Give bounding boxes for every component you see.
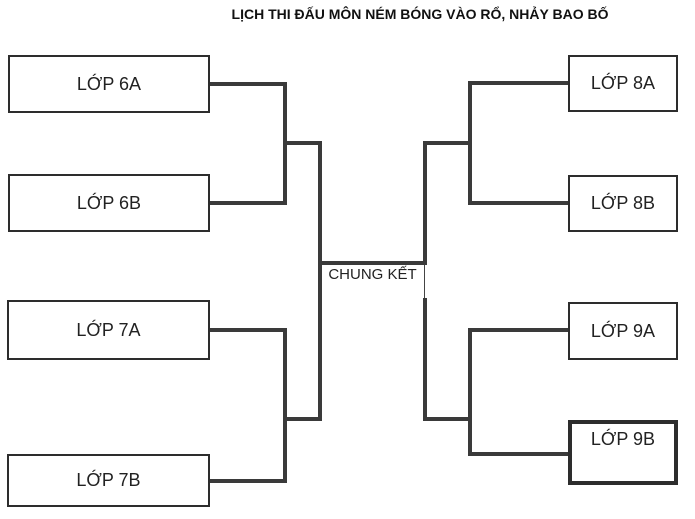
team-box-9b: LỚP 9B [568,420,678,485]
connector-right-semifinal-vertical-lower [423,298,427,421]
connector-9a-line [468,328,568,332]
connector-right-bottom-stub [423,417,468,421]
connector-right-semifinal-vertical-upper [423,141,427,265]
team-box-7a: LỚP 7A [7,300,210,360]
team-label-6b: LỚP 6B [76,192,142,213]
connector-8a-line [468,81,568,85]
connector-right-hairline [424,265,425,298]
team-label-9b: LỚP 9B [590,429,656,449]
connector-left-top-stub [283,141,318,145]
connector-7b-line [210,479,287,483]
team-box-6b: LỚP 6B [8,174,210,232]
connector-7a-line [210,328,287,332]
page-title: LỊCH THI ĐẤU MÔN NÉM BÓNG VÀO RỔ, NHẢY B… [231,6,609,22]
team-label-9a: LỚP 9A [590,320,656,341]
team-label-8a: LỚP 8A [590,73,656,93]
team-box-8a: LỚP 8A [568,55,678,112]
team-label-7b: LỚP 7B [76,470,141,490]
team-box-6a: LỚP 6A [8,55,210,113]
team-box-8b: LỚP 8B [568,175,678,232]
team-label-6a: LỚP 6A [76,73,142,94]
final-line [318,261,427,265]
team-box-7b: LỚP 7B [7,454,210,507]
connector-8b-line [468,201,568,205]
connector-right-top-vertical [468,81,472,205]
team-label-8b: LỚP 8B [590,193,656,213]
team-box-9a: LỚP 9A [568,302,678,360]
connector-6a-line [210,82,287,86]
connector-right-bottom-vertical [468,328,472,456]
final-label: CHUNG KẾT [328,266,417,283]
connector-left-semifinal-vertical [318,141,322,421]
connector-6b-line [210,201,287,205]
connector-left-bottom-stub [283,417,318,421]
team-label-7a: LỚP 7A [76,319,141,340]
connector-left-bottom-vertical [283,328,287,483]
connector-right-top-stub [423,141,468,145]
connector-9b-line [468,452,568,456]
